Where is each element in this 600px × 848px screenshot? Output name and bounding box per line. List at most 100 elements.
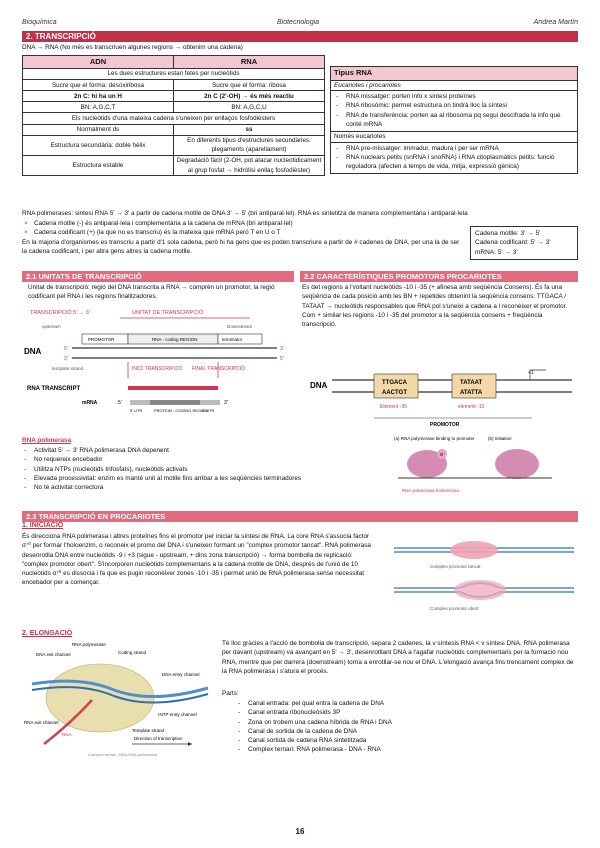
table-cell: En diferents tipus d'estructures secundà… (173, 134, 325, 156)
table-cell: Normalment ds (22, 123, 174, 136)
fig-label: (a) RNA polymerase binding to promoter (394, 436, 475, 441)
fig-label: ATATTA (460, 390, 483, 396)
list-item: Canal entrada: pel qual entra la cadena … (236, 699, 556, 709)
table-cell: ss (173, 123, 325, 136)
strand-line: Cadena codificant: 5' → 3' (475, 239, 551, 247)
header-left: Bioquímica (22, 19, 57, 26)
fig-label: UNITAT DE TRANSCRIPCIÓ (132, 309, 204, 316)
fig-label: PROTEIN - CODING REGION (154, 408, 208, 413)
sec22-text: Es det regions a l'voltant nucleòtids -1… (302, 284, 568, 329)
table-cell: Estructura estable (22, 154, 174, 177)
fig-label: 3' (64, 356, 68, 362)
fig-label: 5' (280, 356, 284, 362)
elongation-figure: RNA polymerase Coding strand DNA exit ch… (24, 642, 209, 757)
init-title: 1. INICIACIÓ (22, 522, 64, 529)
fig-label: Coding strand (118, 650, 147, 655)
table-full-row-2: Els nucleòtids d'una mateixa cadena s'un… (22, 112, 325, 125)
fig-label: Direction of transcription (134, 736, 183, 741)
fig-label: 3' (224, 400, 228, 406)
sec22-title: 2.2 CARACTERÍSTIQUES PROMOTORS PROCARIOT… (300, 271, 578, 282)
table-cell: 2n C (2'-OH) → és més reactiu (173, 90, 325, 103)
table-cell: Sucre que el forma: ribosa (173, 78, 325, 92)
table-cell: Estructura secundària: doble hèlix (22, 134, 174, 156)
fig-label: RNA polimerasa holoenzima (402, 488, 459, 493)
list-item: RNA nuclears petits (snRNA i snoRNA) i R… (334, 153, 574, 172)
page-number: 16 (295, 827, 305, 836)
list-item: Zona on trobem una cadena híbrida de RNA… (236, 718, 556, 728)
fig-label: DNA entry channel (162, 672, 200, 677)
fig-label: upstream (42, 324, 61, 329)
intro-text: DNA → RNA (No més es transcriuen algunes… (22, 44, 243, 51)
list-item: No té activitat correctora (22, 483, 412, 493)
fig-label: INICI TRANSCRIPCIÓ (132, 365, 183, 372)
init-text: És direcciona RNA polimerasa i altres pr… (22, 533, 371, 587)
fig-label: RNA TRANSCRIPT (27, 386, 80, 392)
fig-label: terminator (222, 337, 243, 342)
strand-line: Cadena motlle: 3' → 5' (475, 230, 541, 237)
fig-label: 5' (64, 346, 68, 352)
list-item: RNA missatger: porten info x sintesi pro… (334, 92, 574, 102)
parts-label: Parts: (222, 690, 239, 697)
fig-label: Template strand (132, 728, 165, 733)
fig-label: Complex promotor tancat (430, 564, 481, 569)
fig-label: DNA (310, 381, 328, 390)
fig-label: 3' (280, 346, 284, 352)
fig-label: AACTGT (382, 390, 407, 396)
fig-label: TTGACA (382, 380, 408, 386)
polymerase-paragraph: RNA polimerases: sintesi RNA 5' → 3' a p… (22, 210, 468, 217)
euk-head: Només eucariotes (331, 132, 577, 143)
fig-label: Element -35 (380, 404, 407, 410)
header-center: Biotecnologia (277, 19, 320, 26)
sec21-title: 2.1 UNITATS DE TRANSCRIPCIÓ (22, 271, 294, 282)
list-item: Canal entrada ribonucleòsids 3P (236, 708, 556, 718)
fig-label: 5' UTR (130, 408, 142, 413)
elong-title: 2. ELONGACIÓ (22, 630, 73, 637)
sec21-text: Unitat de transcripció: regió del DNA tr… (28, 284, 275, 301)
fig-label: +1 (528, 370, 534, 376)
table-cell: Sucre que el forma: desoxiribosa (22, 78, 174, 92)
table-cell: BN: A,G,C,T (22, 101, 174, 114)
promoter-figure: DNA TTGACA AACTGT TATAAT ATATTA Element … (310, 369, 572, 493)
list-item: RNA ribosòmic: permet estructura on tind… (334, 101, 574, 111)
list-item: RNA de transferència: porten aa al ribos… (334, 111, 574, 130)
polimerasa-title: RNA polimerasa (22, 437, 72, 444)
fig-label: element -10 (458, 404, 485, 410)
fig-label: TRANSCRIPCIÓ 5' → 3' (30, 309, 90, 316)
list-item: Utilitza NTPs (nucleòtids trifosfats), n… (22, 465, 412, 475)
table-header-adn: ADN (22, 55, 174, 69)
initiation-figure: Complex promotor tancat Complex promotor… (394, 541, 574, 611)
fig-label: (b) Initiation (488, 436, 512, 441)
tipus-rna-title: Tipus RNA (331, 67, 577, 81)
fig-label: 5' (118, 400, 122, 406)
fig-label: Complex ternari: DNA-RNA polimerasa (88, 752, 158, 757)
fig-label: DNA (24, 347, 42, 356)
table-cell: BN: A,G,C,U (173, 101, 325, 114)
list-item: Canal sortida de cadena RNA sintetitzada (236, 736, 556, 746)
list-item: RNA pre-missatger: immadur, madura i per… (334, 144, 574, 154)
list-item: Cadena motlle (-) és antiparal·lela i co… (22, 219, 462, 229)
transcription-unit-figure: TRANSCRIPCIÓ 5' → 3' UNITAT DE TRANSCRIP… (24, 309, 284, 413)
list-item: Elevada processivitat: enzim es manté un… (22, 474, 412, 484)
table-full-row-1: Les dues estructures estan fetes per nuc… (22, 67, 325, 81)
table-cell: Degradació fàcil (2-OH, pot atacar nucle… (173, 154, 325, 177)
fig-label: σ (440, 452, 444, 458)
fig-label: template strand (52, 366, 84, 371)
tipus-rna-box: Tipus RNA Eucariotes i procariotes RNA m… (330, 66, 578, 175)
fig-label: rNTP entry channel (158, 712, 197, 717)
list-item: Complex ternari: RNA polimerasa - DNA - … (236, 745, 556, 755)
list-item: Canal de sortida de la cadena de DNA (236, 727, 556, 737)
elong-text: Té lloc gràcies a l'acció de bombolla de… (222, 640, 574, 675)
table-header-rna: RNA (173, 55, 325, 69)
fig-label: RNA exit channel (24, 720, 59, 725)
fig-label: DNA exit channel (36, 652, 71, 657)
fig-label: FINAL TRANSCRIPCIÓ (192, 365, 245, 372)
fig-label: Downstream (227, 324, 253, 329)
header-right: Andrea Martín (533, 19, 578, 26)
list-item: Activitat 5' → 3' RNA polimerasa DNA dep… (22, 446, 412, 456)
fig-label: 3' UTR (202, 408, 214, 413)
fig-label: RNA - coding REGION (152, 337, 198, 342)
fig-label: Complex promotor obert (430, 606, 479, 611)
fig-label: mRNA (82, 400, 98, 406)
strand-summary-box: Cadena motlle: 3' → 5' Cadena codificant… (470, 226, 578, 261)
